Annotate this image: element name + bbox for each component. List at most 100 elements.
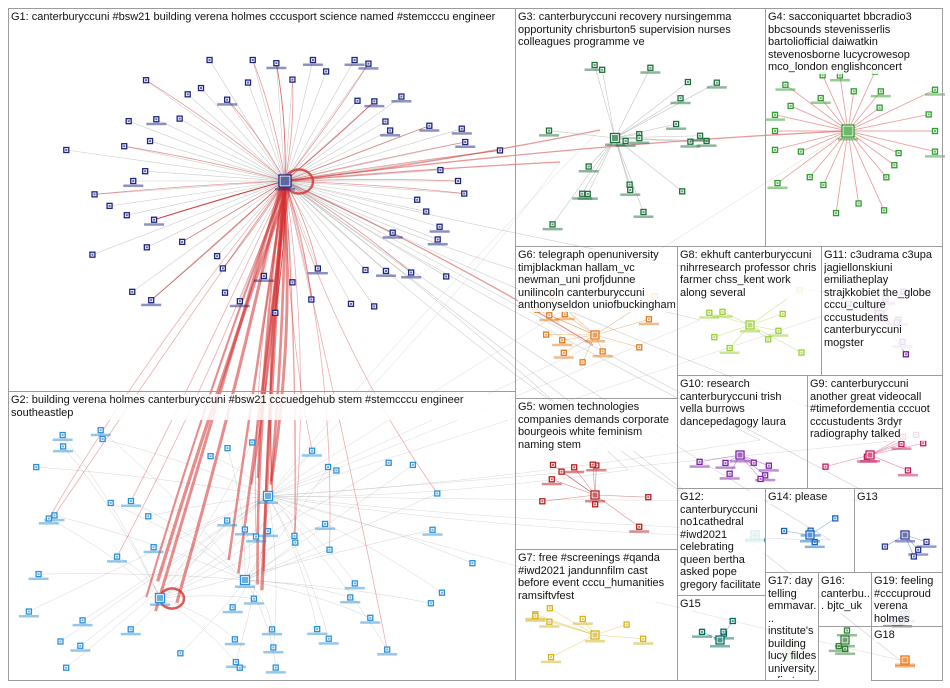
node-label-mark — [144, 223, 165, 226]
network-node-fill — [125, 214, 128, 217]
network-node-fill — [293, 534, 296, 537]
node-label-mark — [666, 127, 687, 130]
node-label-mark — [690, 139, 711, 142]
node-label-mark — [710, 645, 730, 648]
network-edge — [252, 59, 286, 182]
network-node-fill — [252, 597, 255, 600]
network-node-fill — [457, 180, 460, 182]
network-node-fill — [562, 351, 565, 354]
node-label-mark — [897, 473, 918, 477]
network-edge — [284, 130, 391, 182]
network-edge — [48, 180, 286, 519]
network-node-fill — [781, 312, 784, 315]
node-label-mark — [758, 469, 779, 472]
self-loop-edge — [283, 168, 315, 195]
network-edge — [777, 130, 849, 184]
node-label-mark — [358, 67, 379, 70]
network-node-fill — [776, 182, 779, 185]
group-box-g18 — [871, 626, 943, 681]
network-edge — [267, 344, 594, 497]
network-edge — [94, 180, 286, 195]
node-label-mark — [70, 649, 91, 652]
network-edge — [614, 82, 717, 139]
node-label-mark — [755, 478, 776, 482]
network-node-fill — [243, 528, 246, 531]
network-edge — [110, 502, 246, 581]
network-node-fill — [291, 78, 294, 81]
network-node-fill — [386, 648, 389, 651]
network-node-fill — [592, 632, 598, 638]
network-node-fill — [116, 555, 119, 558]
node-label-mark — [592, 354, 613, 358]
node-label-mark — [253, 279, 274, 282]
network-node-fill — [581, 617, 584, 620]
network-node-fill — [280, 176, 290, 186]
network-edge — [38, 573, 246, 581]
node-label-mark — [429, 230, 450, 233]
group-box-g1 — [8, 8, 516, 392]
network-node-fill — [131, 290, 134, 293]
node-label-mark — [360, 621, 381, 624]
network-node-fill — [81, 619, 84, 622]
node-label-mark — [18, 615, 39, 618]
group-label-g19: G19: feeling #cccuproud verena holmes bo… — [874, 575, 942, 625]
network-edge — [62, 446, 161, 599]
network-node-fill — [224, 291, 227, 294]
network-node-fill — [247, 81, 250, 84]
network-edge — [267, 495, 473, 564]
network-node-fill — [917, 548, 920, 551]
network-node-fill — [349, 302, 352, 305]
node-label-mark — [585, 340, 605, 343]
network-node-fill — [255, 535, 258, 538]
node-label-mark — [585, 640, 605, 643]
network-edge — [548, 130, 616, 139]
network-edge — [284, 63, 369, 182]
network-edge — [94, 180, 286, 195]
network-edge — [100, 430, 246, 581]
network-node-fill — [541, 500, 544, 503]
network-node-fill — [411, 463, 414, 466]
group-label-g13: G13 — [857, 491, 885, 504]
network-node-fill — [150, 299, 153, 302]
network-node-fill — [867, 452, 873, 458]
node-label-mark — [706, 86, 727, 89]
network-node-fill — [369, 616, 372, 619]
network-edge — [581, 137, 616, 194]
network-node-fill — [410, 271, 413, 274]
network-edge — [156, 184, 291, 582]
network-node-fill — [594, 503, 597, 506]
network-node-fill — [879, 90, 882, 93]
node-label-mark — [640, 71, 661, 74]
network-edge — [284, 180, 440, 228]
node-label-mark — [585, 500, 605, 503]
node-label-mark — [768, 334, 789, 337]
network-node-fill — [274, 311, 277, 314]
network-edge — [159, 597, 236, 640]
network-node-fill — [548, 607, 551, 610]
node-label-mark — [836, 633, 857, 637]
network-edge — [159, 462, 389, 599]
node-label-mark — [302, 63, 323, 66]
network-node-fill — [47, 517, 50, 520]
network-node-fill — [209, 455, 212, 458]
network-edge — [276, 63, 286, 182]
node-label-mark — [263, 650, 284, 654]
network-node-fill — [149, 140, 152, 143]
node-label-mark — [28, 577, 49, 581]
network-edge — [227, 448, 246, 581]
network-node-fill — [843, 126, 853, 136]
network-node-fill — [927, 113, 930, 116]
group-label-g8: G8: ekhuft canterburyccuni nihrresearch … — [680, 249, 820, 299]
network-node-fill — [902, 657, 908, 663]
node-label-mark — [719, 351, 740, 355]
network-node-fill — [373, 100, 376, 103]
network-node-fill — [153, 218, 156, 221]
network-node-fill — [592, 492, 598, 498]
group-label-g5: G5: women technologies companies demands… — [518, 401, 676, 451]
network-node-fill — [934, 88, 936, 91]
node-label-mark — [870, 94, 891, 98]
network-node-fill — [774, 148, 776, 151]
group-label-g9: G9: canterburyccuni another great videoc… — [810, 378, 941, 441]
node-label-mark — [52, 438, 73, 442]
node-label-mark — [925, 155, 945, 158]
